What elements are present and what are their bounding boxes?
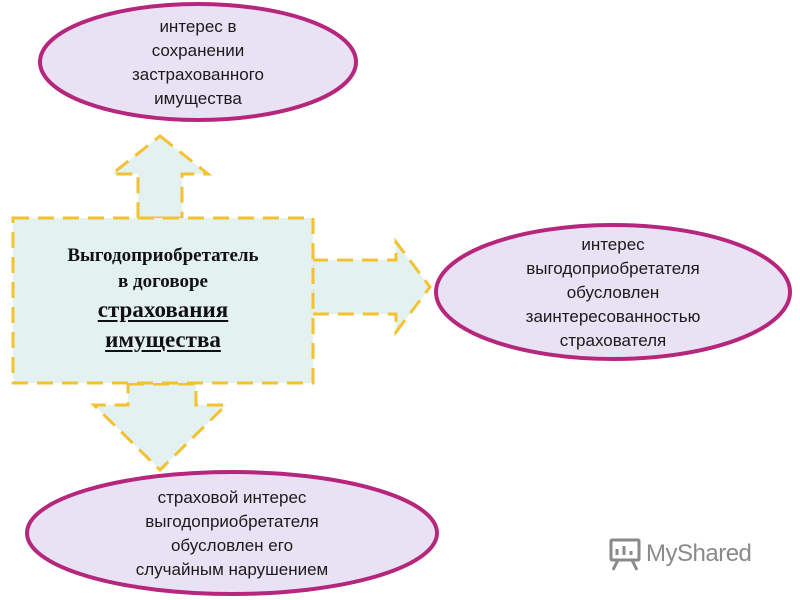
arrow-right	[310, 237, 432, 337]
top-ellipse	[38, 2, 358, 122]
right-node-line: страхователя	[559, 331, 667, 350]
bottom-node-text: страховой интерес выгодоприобретателя об…	[60, 482, 404, 586]
top-node-line: сохранении	[151, 41, 245, 60]
top-node-text: интерес в сохранении застрахованного иму…	[60, 10, 336, 116]
top-node-line: имущества	[154, 89, 242, 108]
center-title-emphasis: имущества	[105, 327, 221, 352]
bottom-ellipse	[25, 470, 439, 596]
center-box	[11, 216, 315, 385]
presentation-board-icon	[609, 538, 641, 571]
right-node-line: выгодоприобретателя	[526, 259, 700, 278]
bottom-node-line: выгодоприобретателя	[145, 512, 319, 531]
bottom-node-line: обусловлен его	[170, 536, 294, 555]
right-node-line: заинтересованностью	[525, 307, 701, 326]
watermark: MyShared	[646, 537, 752, 571]
watermark-text: MyShared	[646, 540, 752, 567]
right-node-line: обусловлен	[566, 283, 660, 302]
arrow-up	[107, 134, 213, 220]
center-title-line: Выгодоприобретатель	[67, 245, 259, 266]
right-node-line: интерес	[581, 235, 645, 254]
arrow-down	[90, 382, 230, 473]
top-node-line: застрахованного	[131, 65, 264, 84]
top-node-line: интерес в	[159, 17, 237, 36]
center-node-text: Выгодоприобретатель в договоре страхован…	[16, 234, 310, 364]
bottom-node-line: случайным нарушением	[135, 560, 329, 579]
center-title-line: в договоре	[118, 271, 208, 292]
right-node-text: интерес выгодоприобретателя обусловлен з…	[460, 228, 766, 358]
bottom-node-line: страховой интерес	[157, 488, 307, 507]
center-title-emphasis: страхования	[97, 297, 229, 322]
right-ellipse	[434, 223, 792, 361]
